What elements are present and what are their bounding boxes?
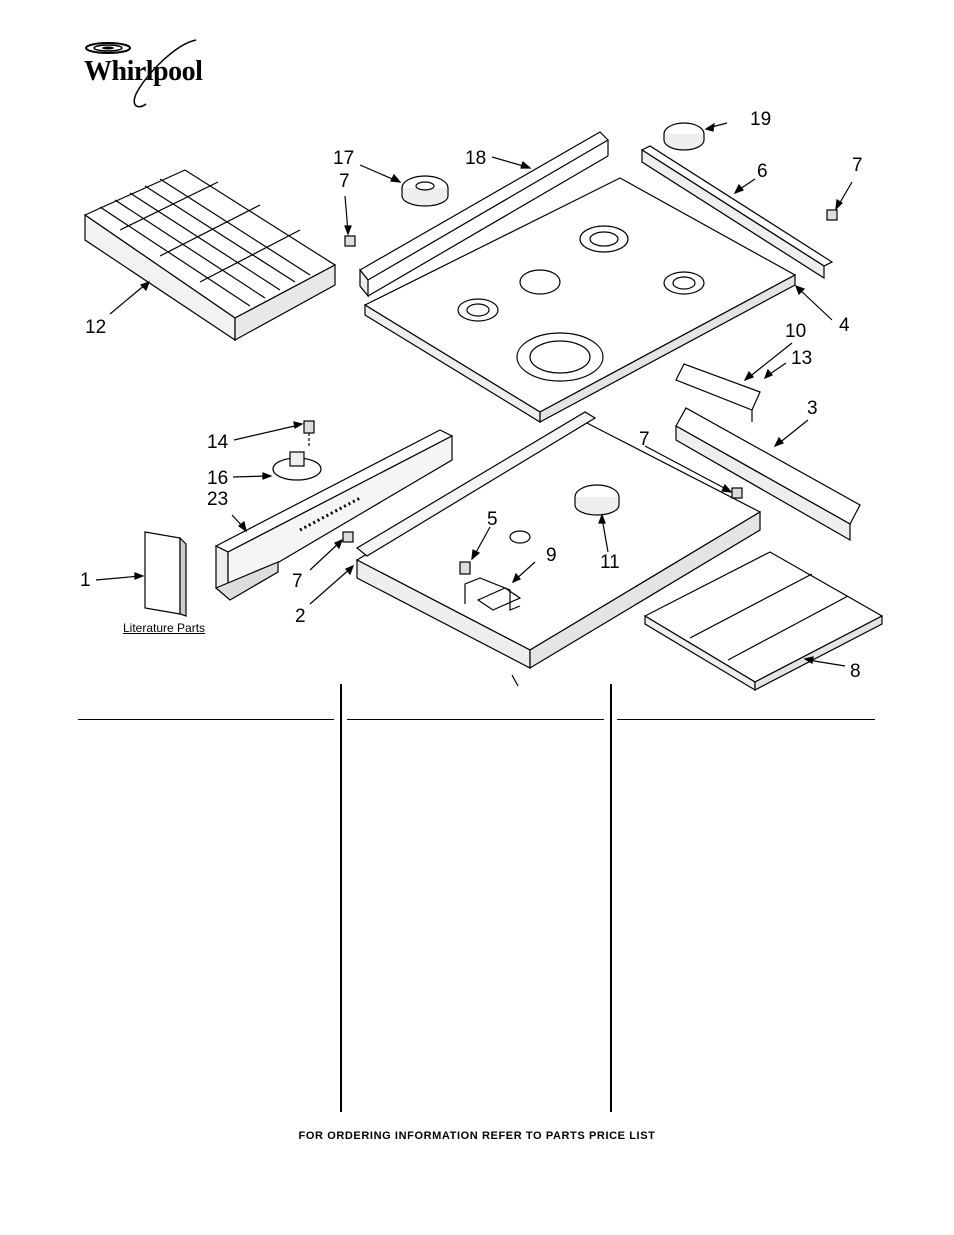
callout-3: 3 xyxy=(807,398,818,419)
burner-cap-17 xyxy=(401,175,449,207)
callout-10: 10 xyxy=(785,321,807,342)
ordering-info-footer: FOR ORDERING INFORMATION REFER TO PARTS … xyxy=(298,1130,656,1142)
bracket-10 xyxy=(675,363,761,422)
column-1-rule xyxy=(78,719,334,720)
callout-12: 12 xyxy=(85,317,107,338)
callout-19: 19 xyxy=(750,109,772,130)
literature-parts-label: Literature Parts xyxy=(123,621,206,635)
callout-17: 17 xyxy=(333,148,355,169)
burner-grate xyxy=(83,169,337,342)
callout-23: 23 xyxy=(207,489,229,510)
tray-8 xyxy=(643,551,884,692)
screw-7d xyxy=(342,531,354,543)
callout-7-top-right: 7 xyxy=(852,155,863,176)
screw-7b xyxy=(826,209,838,221)
column-2-rule xyxy=(347,719,604,720)
callout-7-left: 7 xyxy=(292,571,303,592)
screw-14 xyxy=(303,420,315,448)
callout-11: 11 xyxy=(600,552,620,573)
column-divider-1 xyxy=(340,684,342,1112)
base-pan-2 xyxy=(355,411,762,670)
rail-6 xyxy=(640,145,834,280)
whirlpool-logo: Whirlpool xyxy=(76,34,226,114)
logo-swirl-icon xyxy=(85,39,197,108)
callout-6: 6 xyxy=(757,161,768,182)
screw-5 xyxy=(459,561,471,575)
callout-9: 9 xyxy=(546,545,557,566)
callout-2: 2 xyxy=(295,606,306,627)
callout-8: 8 xyxy=(850,661,861,682)
column-3-rule xyxy=(617,719,875,720)
burner-cap-19 xyxy=(663,122,705,151)
logo-text: Whirlpool xyxy=(84,56,203,87)
column-divider-2 xyxy=(610,684,612,1112)
exploded-parts-diagram xyxy=(83,122,884,692)
bracket-9 xyxy=(464,577,521,611)
panel-23 xyxy=(214,429,454,601)
callout-7-right: 7 xyxy=(639,429,650,450)
valve-16 xyxy=(272,451,322,481)
callout-16: 16 xyxy=(207,468,229,489)
callout-14: 14 xyxy=(207,432,229,453)
callout-7-top-left: 7 xyxy=(339,171,350,192)
rail-18 xyxy=(359,131,609,298)
callout-4: 4 xyxy=(839,315,850,336)
rail-3 xyxy=(675,407,861,542)
screw-7c xyxy=(731,487,743,499)
callout-5: 5 xyxy=(487,509,498,530)
burner-11 xyxy=(574,484,620,516)
literature-manual xyxy=(144,531,187,617)
callout-13: 13 xyxy=(791,348,813,369)
callout-1: 1 xyxy=(80,570,91,591)
callout-18: 18 xyxy=(465,148,487,169)
screw-7a xyxy=(344,235,356,247)
